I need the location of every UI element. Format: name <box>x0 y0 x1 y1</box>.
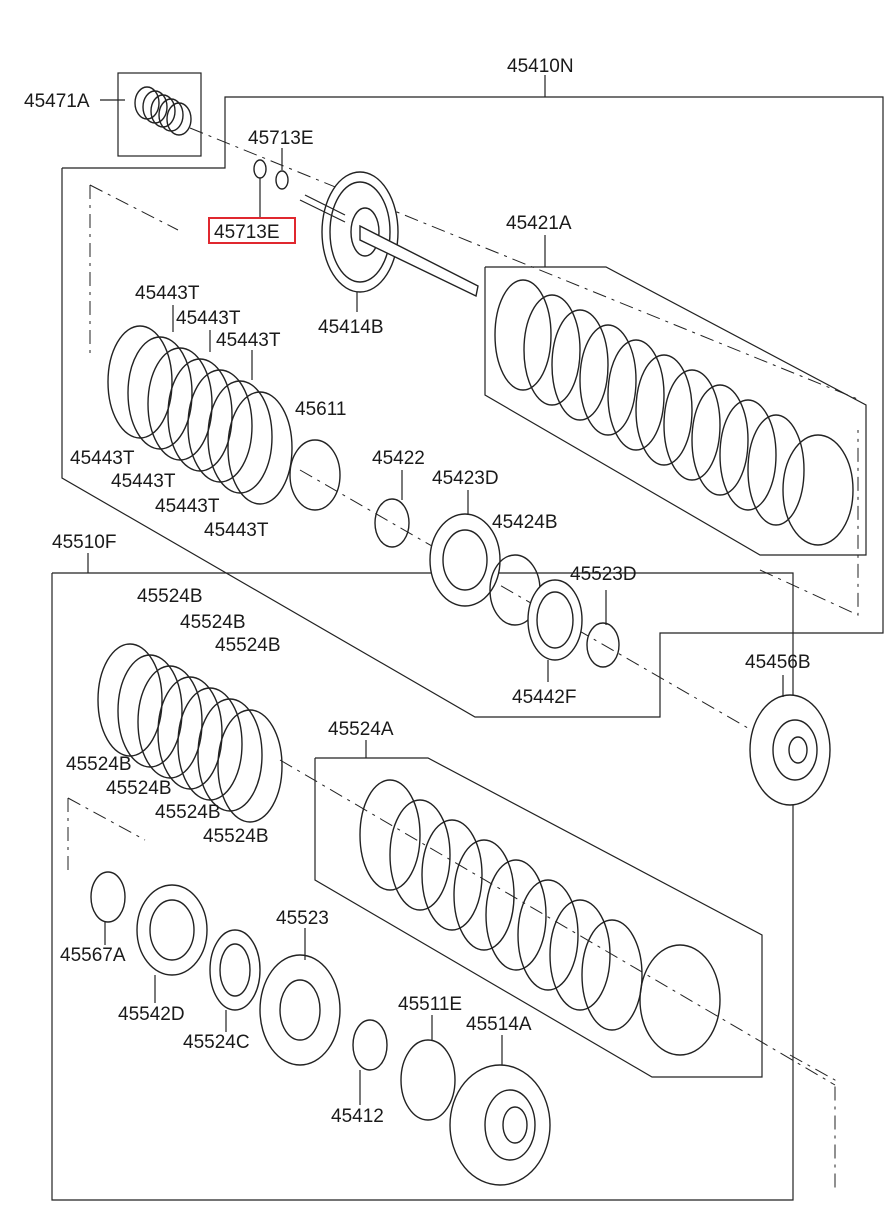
label-45422: 45422 <box>372 448 425 469</box>
label-45611: 45611 <box>295 399 346 420</box>
label-45523D: 45523D <box>570 564 637 585</box>
springs-45524B <box>97 643 283 823</box>
label-45514A: 45514A <box>466 1014 532 1035</box>
highlight-box <box>208 217 296 244</box>
retainer-45442F <box>527 579 583 682</box>
spring-coil-icon <box>134 86 192 136</box>
lower-assembly-frame <box>51 553 794 1201</box>
label-45524B: 45524B <box>106 778 172 799</box>
label-45442F: 45442F <box>512 687 576 708</box>
label-45443T: 45443T <box>70 448 135 469</box>
spring-box-45471A <box>100 72 202 157</box>
label-45414B: 45414B <box>318 317 384 338</box>
snap-ring-45523D <box>586 622 620 668</box>
clutch-pack-45524A <box>314 740 763 1078</box>
label-45567A: 45567A <box>60 945 126 966</box>
label-45456B: 45456B <box>745 652 811 673</box>
gear-45514A <box>449 1035 551 1186</box>
label-45443T: 45443T <box>111 471 176 492</box>
seal-ring-45611 <box>289 439 341 511</box>
piston-45423D <box>429 490 501 607</box>
snap-rings-45713E <box>253 148 289 218</box>
label-45524B: 45524B <box>66 754 132 775</box>
centerline-upper-diag <box>89 184 179 231</box>
seal-ring-45422 <box>374 498 410 548</box>
label-45524A: 45524A <box>328 719 394 740</box>
centerline-lower <box>279 759 836 1086</box>
label-45524C: 45524C <box>183 1032 250 1053</box>
label-45524B: 45524B <box>215 635 281 656</box>
seal-ring-45511E <box>400 1039 456 1121</box>
clutch-pack-45421A <box>484 235 867 556</box>
label-45542D: 45542D <box>118 1004 185 1025</box>
label-45523: 45523 <box>276 908 329 929</box>
seal-ring-45412 <box>352 1019 388 1071</box>
label-45524B: 45524B <box>137 586 203 607</box>
label-45423D: 45423D <box>432 468 499 489</box>
centerline-right <box>759 430 859 616</box>
label-45443T: 45443T <box>135 283 200 304</box>
label-45510F: 45510F <box>52 532 116 553</box>
label-45524B: 45524B <box>203 826 269 847</box>
label-45424B: 45424B <box>492 512 558 533</box>
label-45511E: 45511E <box>398 994 462 1015</box>
retainer-45542D <box>136 884 208 1003</box>
label-45443T: 45443T <box>216 330 281 351</box>
label-45410N: 45410N <box>507 56 574 77</box>
springs-45443T <box>107 305 293 505</box>
centerline-lower-diag <box>67 797 146 841</box>
upper-assembly-frame <box>61 75 884 718</box>
label-45524B: 45524B <box>180 612 246 633</box>
label-45421A: 45421A <box>506 213 572 234</box>
gear-45456B <box>749 675 831 806</box>
label-45443T: 45443T <box>155 496 220 517</box>
gear-shaft-45414B <box>299 171 479 312</box>
label-45443T: 45443T <box>204 520 269 541</box>
centerline-upper <box>189 127 861 401</box>
label-45713E-highlighted: 45713E <box>214 222 280 243</box>
label-45471A: 45471A <box>24 91 90 112</box>
label-45713E: 45713E <box>248 128 314 149</box>
label-45412: 45412 <box>331 1106 384 1127</box>
label-45443T: 45443T <box>176 308 241 329</box>
piston-45523 <box>259 928 341 1066</box>
centerline-lower-right <box>789 1054 836 1190</box>
snap-ring-45567A <box>90 871 126 923</box>
label-45524B: 45524B <box>155 802 221 823</box>
spring-assembly-45524C <box>209 929 261 1032</box>
